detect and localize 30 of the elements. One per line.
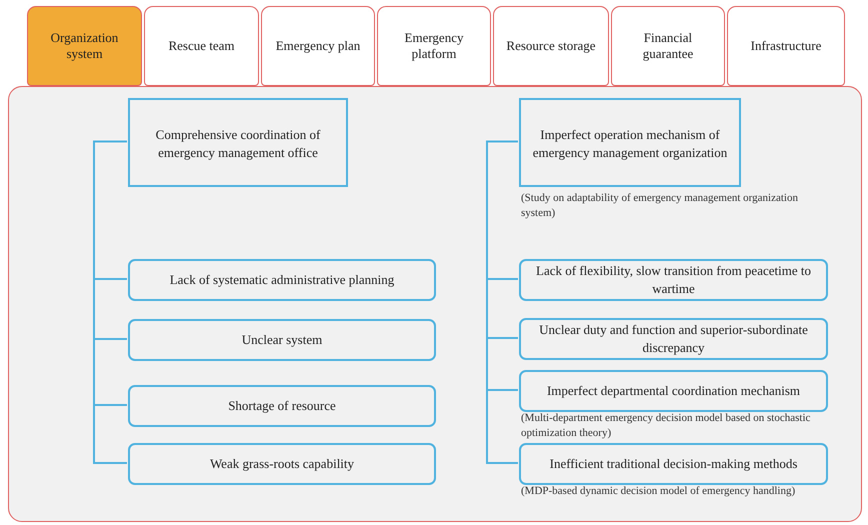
category-tab: Organization system xyxy=(27,6,142,86)
box-text: Imperfect departmental coordination mechanism xyxy=(546,382,800,400)
box-text: Inefficient traditional decision-making methods xyxy=(550,455,798,473)
box-text: Lack of systematic administrative planning xyxy=(170,271,394,289)
category-tab: Rescue team xyxy=(144,6,259,86)
category-tab: Resource storage xyxy=(493,6,609,86)
box-text: Lack of flexibility, slow transition from peacetime to wartime xyxy=(535,262,812,298)
box-text: Weak grass-roots capability xyxy=(210,455,354,473)
category-tab: Financial guarantee xyxy=(611,6,725,86)
box-text: Unclear system xyxy=(242,331,322,349)
category-tab: Infrastructure xyxy=(727,6,845,86)
issue-box xyxy=(128,385,436,427)
box-text: Comprehensive coordination of emergency management office xyxy=(154,126,322,162)
category-tab: Emergency plan xyxy=(261,6,375,86)
box-text: Shortage of resource xyxy=(228,397,336,415)
note-text: (Multi-department emergency decision model based on stochastic optimization theory) xyxy=(521,411,812,442)
box-text: Unclear duty and function and superior-subordinate discrepancy xyxy=(538,321,809,357)
issue-box xyxy=(519,318,828,360)
heading-box xyxy=(128,98,348,187)
issue-box xyxy=(128,443,436,485)
box-text: Imperfect operation mechanism of emergency management organization xyxy=(532,126,728,162)
note-text: (Study on adaptability of emergency management organization system) xyxy=(521,191,799,222)
content-panel xyxy=(8,86,862,522)
issue-box xyxy=(519,259,828,301)
connector-line xyxy=(486,140,518,464)
category-tab: Emergency platform xyxy=(377,6,491,86)
issue-box xyxy=(128,259,436,301)
connector-line xyxy=(93,140,127,464)
note-text: (MDP-based dynamic decision model of emergency handling) xyxy=(521,484,796,499)
issue-box xyxy=(128,319,436,361)
